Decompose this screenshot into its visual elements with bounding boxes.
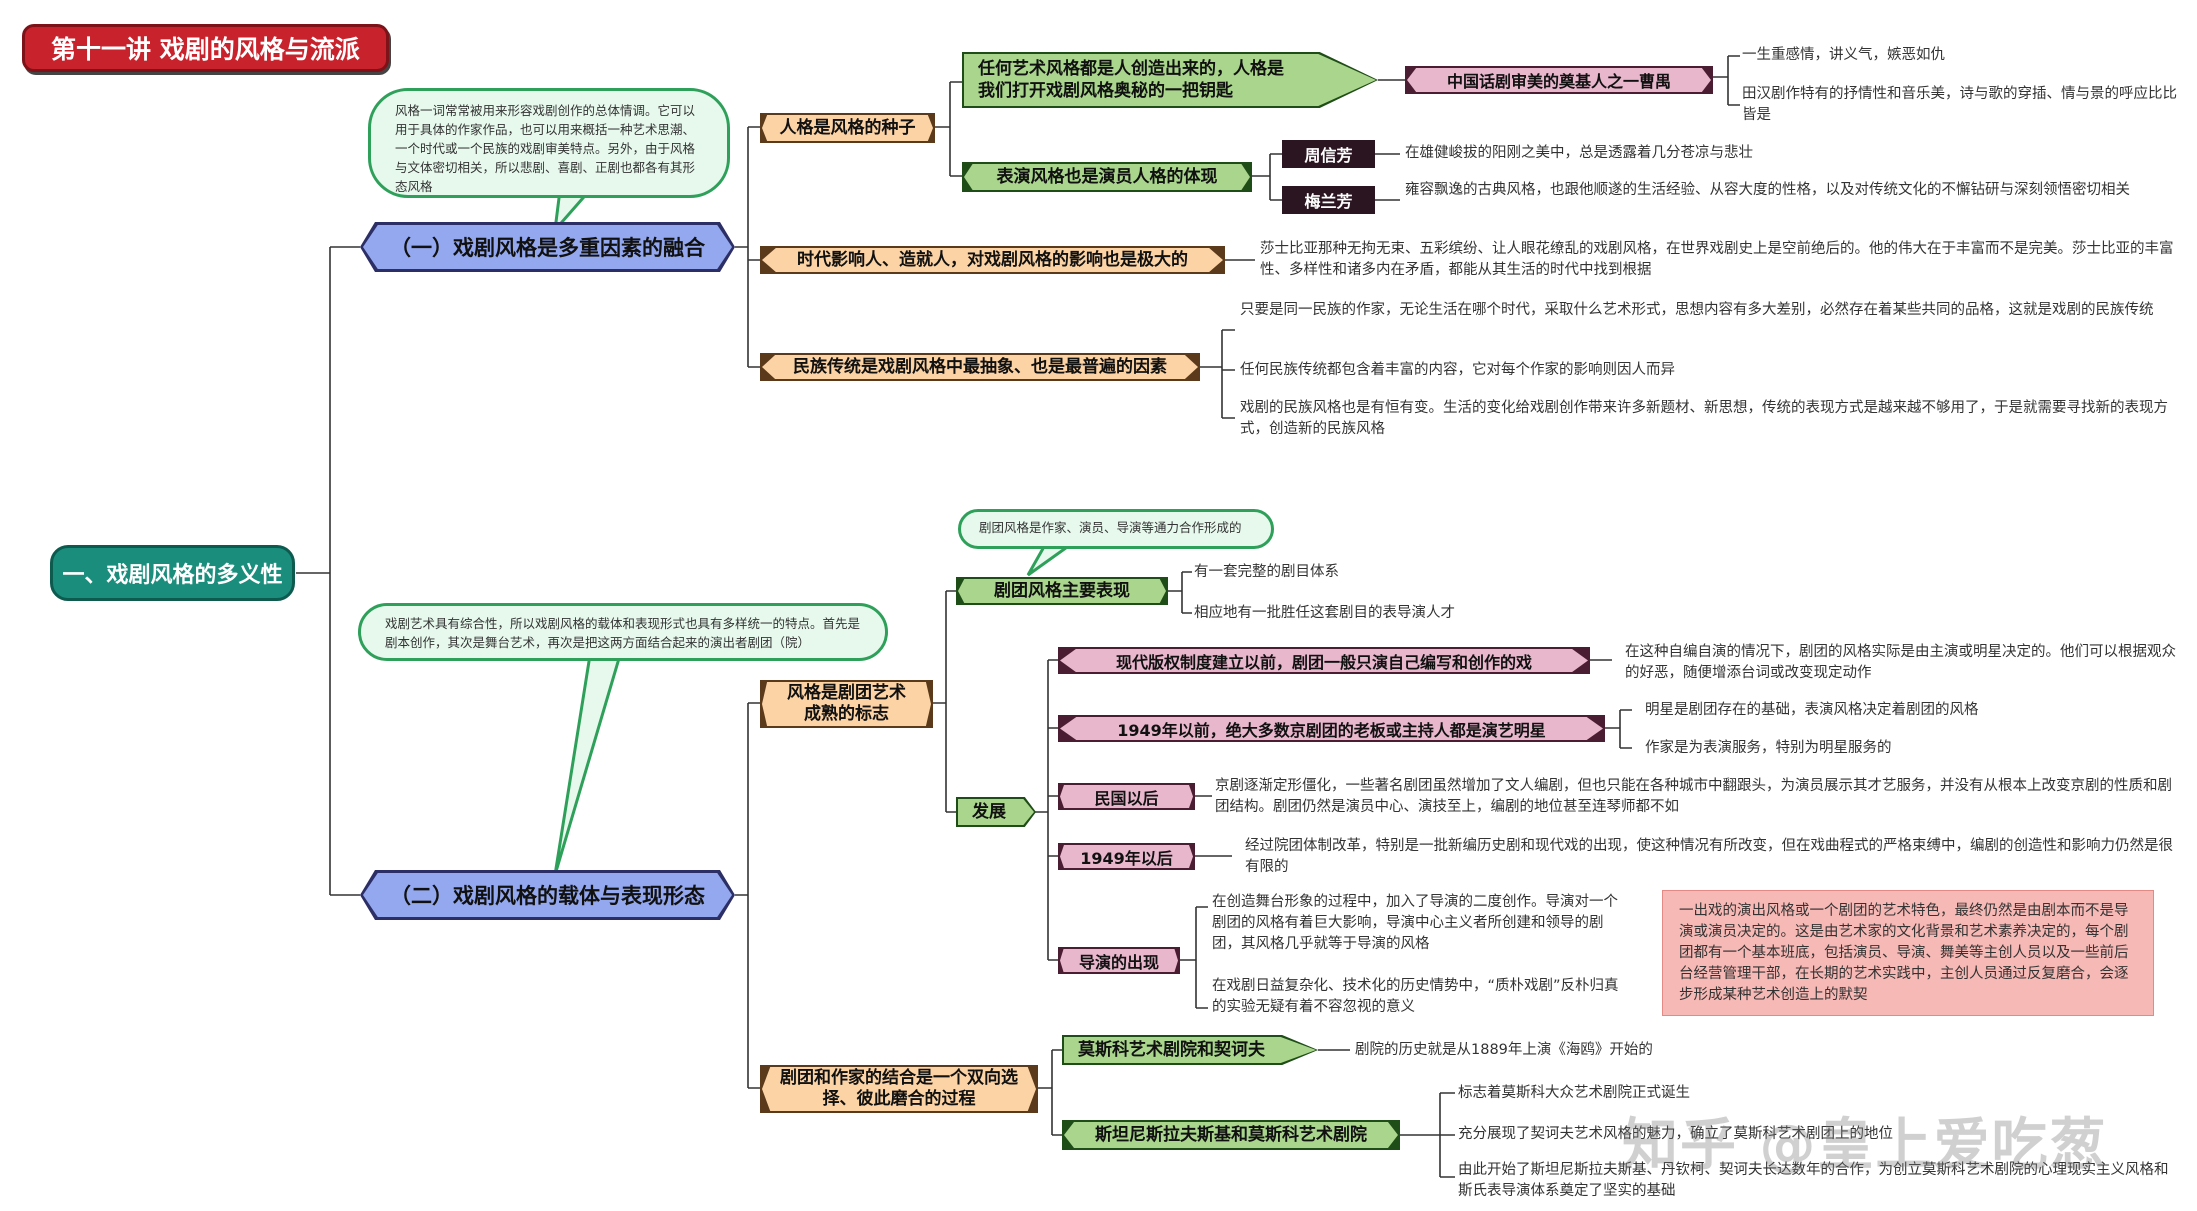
era-leaf: 莎士比亚那种无拘无束、五彩缤纷、让人眼花缭乱的戏剧风格，在世界戏剧史上是空前绝后… [1260, 241, 2174, 278]
main-node[interactable]: 剧团风格主要表现 [956, 577, 1168, 605]
branch2-note-bubble: 戏剧艺术具有综合性，所以戏剧风格的载体和表现形式也具有多样统一的特点。首先是剧本… [358, 603, 888, 661]
era-node[interactable]: 时代影响人、造就人，对戏剧风格的影响也是极大的 [760, 246, 1225, 274]
dev-item-5-node[interactable]: 导演的出现 [1058, 947, 1180, 974]
dev-item-1-node[interactable]: 现代版权制度建立以前，剧团一般只演自己编写和创作的戏 [1058, 647, 1590, 674]
cao-leaf-1: 一生重感情，讲义气，嫉恶如仇 [1742, 47, 1945, 63]
seed-c1-node[interactable]: 任何艺术风格都是人创造出来的，人格是我们打开戏剧风格奥秘的一把钥匙 [962, 52, 1378, 108]
cao-leaf-2: 田汉剧作特有的抒情性和音乐美，诗与歌的穿插、情与景的呼应比比皆是 [1742, 86, 2177, 123]
branch2-node[interactable]: （二）戏剧风格的载体与表现形态 [360, 870, 735, 920]
dev-item-4-node[interactable]: 1949年以后 [1058, 843, 1195, 870]
stan-node[interactable]: 斯坦尼斯拉夫斯基和莫斯科艺术剧院 [1062, 1120, 1400, 1150]
main-note-bubble: 剧团风格是作家、演员、导演等通力合作形成的 [958, 509, 1274, 549]
director-pink-note: 一出戏的演出风格或一个剧团的艺术特色，最终仍然是由剧本而不是导演或演员决定的。这… [1662, 890, 2154, 1016]
dev-item-3-node[interactable]: 民国以后 [1058, 783, 1195, 810]
nation-leaf-2: 任何民族传统都包含着丰富的内容，它对每个作家的影响则因人而异 [1240, 362, 1675, 378]
zhou-leaf: 在雄健峻拔的阳刚之美中，总是透露着几分苍凉与悲壮 [1405, 145, 1753, 161]
branch1-note-bubble: 风格一词常常被用来形容戏剧创作的总体情调。它可以用于具体的作家作品，也可以用来概… [368, 88, 730, 198]
mei-leaf: 雍容飘逸的古典风格，也跟他顺遂的生活经验、从容大度的性格，以及对传统文化的不懈钻… [1405, 182, 2130, 198]
dev-item-5-leaf-2: 在戏剧日益复杂化、技术化的历史情势中，“质朴戏剧”反朴归真的实验无疑有着不容忽视… [1212, 978, 1619, 1015]
nation-leaf-1: 只要是同一民族的作家，无论生活在哪个时代，采取什么艺术形式，思想内容有多大差别，… [1240, 302, 2154, 318]
mark-node[interactable]: 风格是剧团艺术成熟的标志 [760, 680, 933, 728]
dev-item-2-leaf-1: 明星是剧团存在的基础，表演风格决定着剧团的风格 [1645, 702, 1979, 718]
nation-leaf-3: 戏剧的民族风格也是有恒有变。生活的变化给戏剧创作带来许多新题材、新思想，传统的表… [1240, 400, 2168, 437]
dev-node[interactable]: 发展 [956, 797, 1036, 827]
nation-node[interactable]: 民族传统是戏剧风格中最抽象、也是最普遍的因素 [760, 353, 1200, 381]
cao-node[interactable]: 中国话剧审美的奠基人之一曹禺 [1405, 66, 1713, 94]
dev-item-5-leaf-1: 在创造舞台形象的过程中，加入了导演的二度创作。导演对一个剧团的风格有着巨大影响，… [1212, 894, 1618, 952]
seed-c2-node[interactable]: 表演风格也是演员人格的体现 [962, 162, 1252, 192]
stan-leaf-2: 充分展现了契诃夫艺术风格的魅力，确立了莫斯科艺术剧团上的地位 [1458, 1126, 1893, 1142]
dev-item-2-node[interactable]: 1949年以前，绝大多数京剧团的老板或主持人都是演艺明星 [1058, 715, 1605, 742]
seed-node[interactable]: 人格是风格的种子 [760, 113, 935, 143]
main-leaf-1: 有一套完整的剧目体系 [1194, 564, 1339, 580]
watermark: 知乎 @皇上爱吃葱 [1622, 1113, 2108, 1178]
dev-item-4-leaf: 经过院团体制改革，特别是一批新编历史剧和现代戏的出现，使这种情况有所改变，但在戏… [1245, 838, 2173, 875]
stan-leaf-3: 由此开始了斯坦尼斯拉夫斯基、丹钦柯、契诃夫长达数年的合作，为创立莫斯科艺术剧院的… [1458, 1162, 2169, 1199]
zhou-node[interactable]: 周信芳 [1282, 140, 1375, 168]
branch1-node[interactable]: （一）戏剧风格是多重因素的融合 [360, 222, 735, 272]
dev-item-2-leaf-2: 作家是为表演服务，特别为明星服务的 [1645, 740, 1892, 756]
choice-node[interactable]: 剧团和作家的结合是一个双向选择、彼此磨合的过程 [760, 1065, 1038, 1113]
mxat-leaf: 剧院的历史就是从1889年上演《海鸥》开始的 [1355, 1042, 1653, 1058]
root-node[interactable]: 一、戏剧风格的多义性 [50, 545, 295, 601]
dev-item-1-leaf: 在这种自编自演的情况下，剧团的风格实际是由主演或明星决定的。他们可以根据观众的好… [1625, 644, 2176, 681]
main-leaf-2: 相应地有一批胜任这套剧目的表导演人才 [1194, 605, 1455, 621]
mei-node[interactable]: 梅兰芳 [1282, 186, 1375, 214]
dev-item-3-leaf: 京剧逐渐定形僵化，一些著名剧团虽然增加了文人编剧，但也只能在各种城市中翻跟头，为… [1215, 778, 2172, 815]
page-title: 第十一讲 戏剧的风格与流派 [22, 24, 389, 72]
stan-leaf-1: 标志着莫斯科大众艺术剧院正式诞生 [1458, 1085, 1690, 1101]
mxat-node[interactable]: 莫斯科艺术剧院和契诃夫 [1062, 1035, 1318, 1065]
